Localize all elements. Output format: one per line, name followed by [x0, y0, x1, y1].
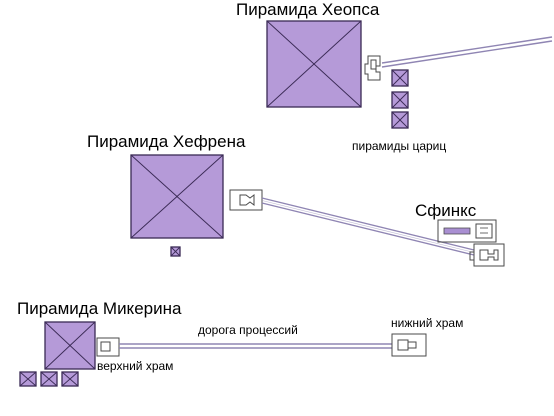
queens-label: пирамиды цариц [352, 139, 447, 153]
khafre-pyramid [130, 154, 224, 239]
menkaure-label: Пирамида Микерина [17, 299, 182, 318]
lower-temple-label: нижний храм [391, 316, 464, 330]
sphinx-complex [437, 219, 497, 243]
menkaure-queen-2 [40, 371, 58, 387]
queens-pyramids [391, 69, 409, 129]
khafre-satellite-pyramid [170, 246, 181, 257]
cheops-causeway [381, 36, 553, 68]
cheops-label: Пирамида Хеопса [236, 0, 380, 19]
causeway-label: дорога процессий [198, 323, 298, 337]
khafre-causeway [261, 197, 475, 256]
queen-pyramid-3 [391, 111, 409, 129]
menkaure-upper-temple [96, 337, 120, 357]
menkaure-lower-temple [391, 333, 427, 357]
queen-pyramid-1 [391, 69, 409, 87]
queen-pyramid-2 [391, 91, 409, 109]
menkaure-queen-3 [61, 371, 79, 387]
cheops-pyramid [266, 20, 362, 108]
sphinx-label: Сфинкс [415, 201, 477, 220]
menkaure-pyramid [44, 321, 96, 370]
menkaure-queen-1 [19, 371, 37, 387]
khafre-label: Пирамида Хефрена [87, 132, 246, 151]
sphinx-valley-temple [469, 243, 505, 267]
menkaure-queens-pyramids [19, 371, 79, 387]
upper-temple-label: верхний храм [97, 359, 174, 373]
menkaure-causeway [119, 343, 392, 349]
cheops-temple [364, 55, 381, 81]
khafre-upper-temple [229, 189, 263, 211]
